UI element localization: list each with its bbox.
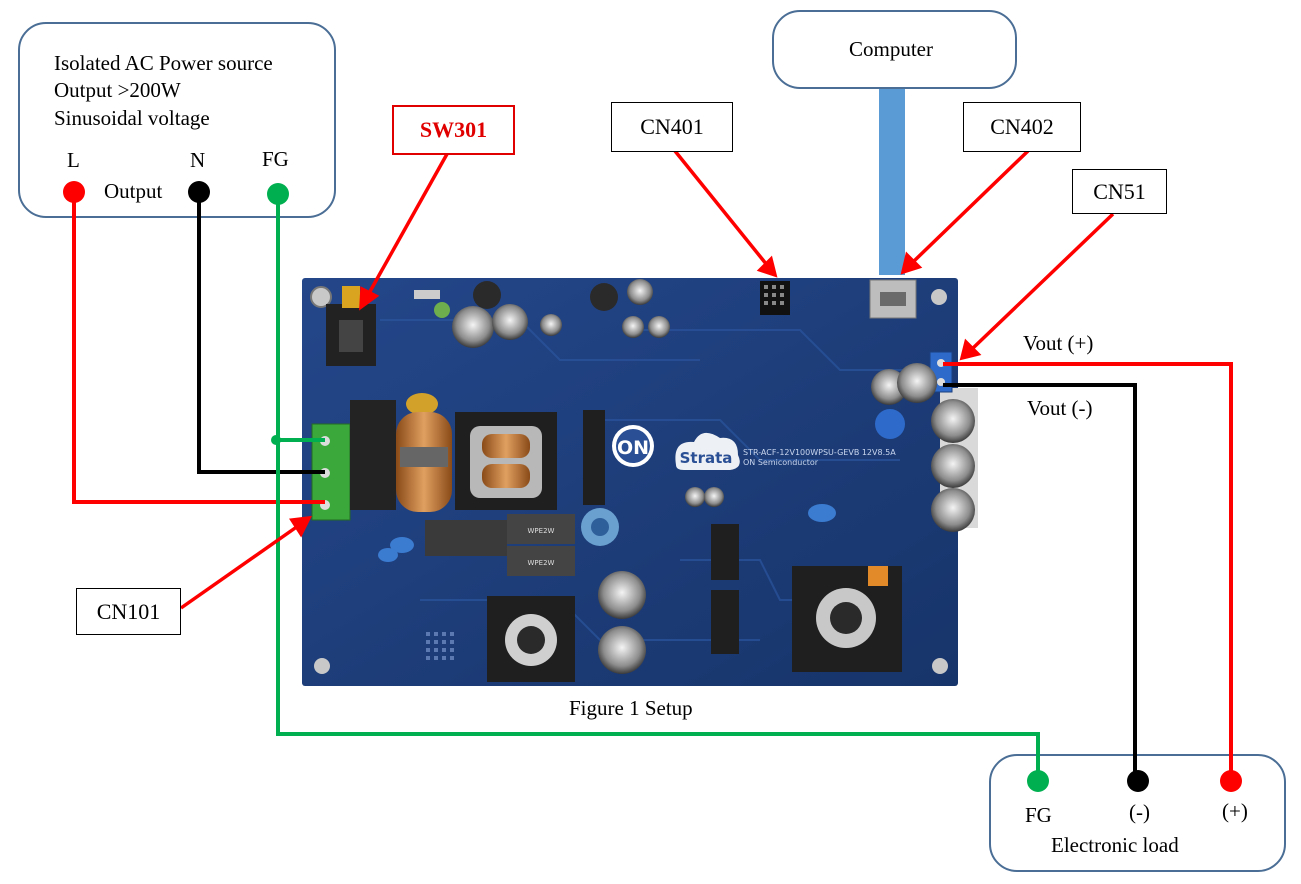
vout-minus-label: Vout (-) <box>1027 396 1093 420</box>
arrow-cn51 <box>970 212 1115 351</box>
load-fg-dot <box>1027 770 1049 792</box>
on-semi-logo: ON <box>612 425 654 467</box>
figure-caption: Figure 1 Setup <box>569 696 693 720</box>
source-line-3: Sinusoidal voltage <box>54 106 210 130</box>
wire-n-black <box>197 192 325 474</box>
vout-plus-label: Vout (+) <box>1023 331 1094 355</box>
wire-fg-green <box>276 192 1040 780</box>
sw301-label-text: SW301 <box>419 117 488 142</box>
load-minus-dot <box>1127 770 1149 792</box>
mounting-hole <box>310 286 332 308</box>
terminal-fg-dot <box>267 183 289 205</box>
capacitor <box>897 363 937 403</box>
arrow-cn401 <box>673 149 769 267</box>
capacitor <box>540 314 562 336</box>
cn401-connector <box>760 281 790 315</box>
capacitor <box>931 488 975 532</box>
source-line-1: Isolated AC Power source <box>54 51 273 75</box>
mounting-hole <box>932 658 948 674</box>
capacitor <box>492 304 528 340</box>
transformer-t1 <box>792 566 902 672</box>
board-platform: Strata <box>680 449 733 467</box>
board-maker: ON Semiconductor <box>743 458 819 467</box>
capacitor <box>875 409 905 439</box>
strata-logo: Strata <box>675 432 740 470</box>
cn402-label: CN402 <box>963 102 1081 152</box>
pcb-board: WPE2W WPE2W <box>302 278 978 686</box>
terminal-n-dot <box>188 181 210 203</box>
capacitor <box>452 306 494 348</box>
toroid-choke <box>396 412 452 512</box>
wire-l-red <box>72 192 325 504</box>
capacitor <box>931 444 975 488</box>
arrow-sw301 <box>366 153 449 296</box>
mounting-hole <box>931 289 947 305</box>
wire-vout-minus-black <box>943 383 1137 780</box>
board-brand: ON <box>617 437 649 459</box>
capacitor <box>648 316 670 338</box>
cn402-label-text: CN402 <box>990 114 1054 139</box>
terminal-fg-label: FG <box>262 147 289 171</box>
capacitor <box>704 487 724 507</box>
source-line-2: Output >200W <box>54 78 181 102</box>
capacitor <box>685 487 705 507</box>
terminal-l-label: L <box>67 148 80 172</box>
cn51-label: CN51 <box>1072 169 1167 214</box>
computer-box <box>772 10 1017 89</box>
load-title: Electronic load <box>1051 833 1179 857</box>
svg-text:WPE2W: WPE2W <box>528 559 555 567</box>
capacitor <box>598 626 646 674</box>
cn402-usb-connector <box>869 279 917 319</box>
wire-vout-plus-red <box>943 362 1233 780</box>
cn101-label-text: CN101 <box>96 598 161 624</box>
load-plus-dot <box>1220 770 1242 792</box>
mounting-hole <box>314 658 330 674</box>
terminal-l-dot <box>63 181 85 203</box>
cn51-label-text: CN51 <box>1093 178 1146 204</box>
cm-choke <box>455 412 557 510</box>
capacitor <box>622 316 644 338</box>
capacitor <box>627 279 653 305</box>
cn401-label: CN401 <box>611 102 733 152</box>
capacitor <box>598 571 646 619</box>
output-label: Output <box>104 179 163 203</box>
arrow-cn101 <box>179 524 300 610</box>
cn101-label: CN101 <box>76 588 181 635</box>
computer-label: Computer <box>849 37 933 61</box>
terminal-n-label: N <box>190 148 206 172</box>
load-minus-label: (-) <box>1129 800 1150 824</box>
load-fg-label: FG <box>1025 803 1052 827</box>
capacitor <box>931 399 975 443</box>
load-plus-label: (+) <box>1222 799 1248 823</box>
arrow-cn402 <box>911 149 1030 264</box>
svg-text:WPE2W: WPE2W <box>528 527 555 535</box>
usb-cable <box>879 89 905 275</box>
cn401-label-text: CN401 <box>640 114 704 139</box>
board-part-line: STR-ACF-12V100WPSU-GEVB 12V8.5A <box>743 448 896 457</box>
sw301-label: SW301 <box>392 105 515 155</box>
